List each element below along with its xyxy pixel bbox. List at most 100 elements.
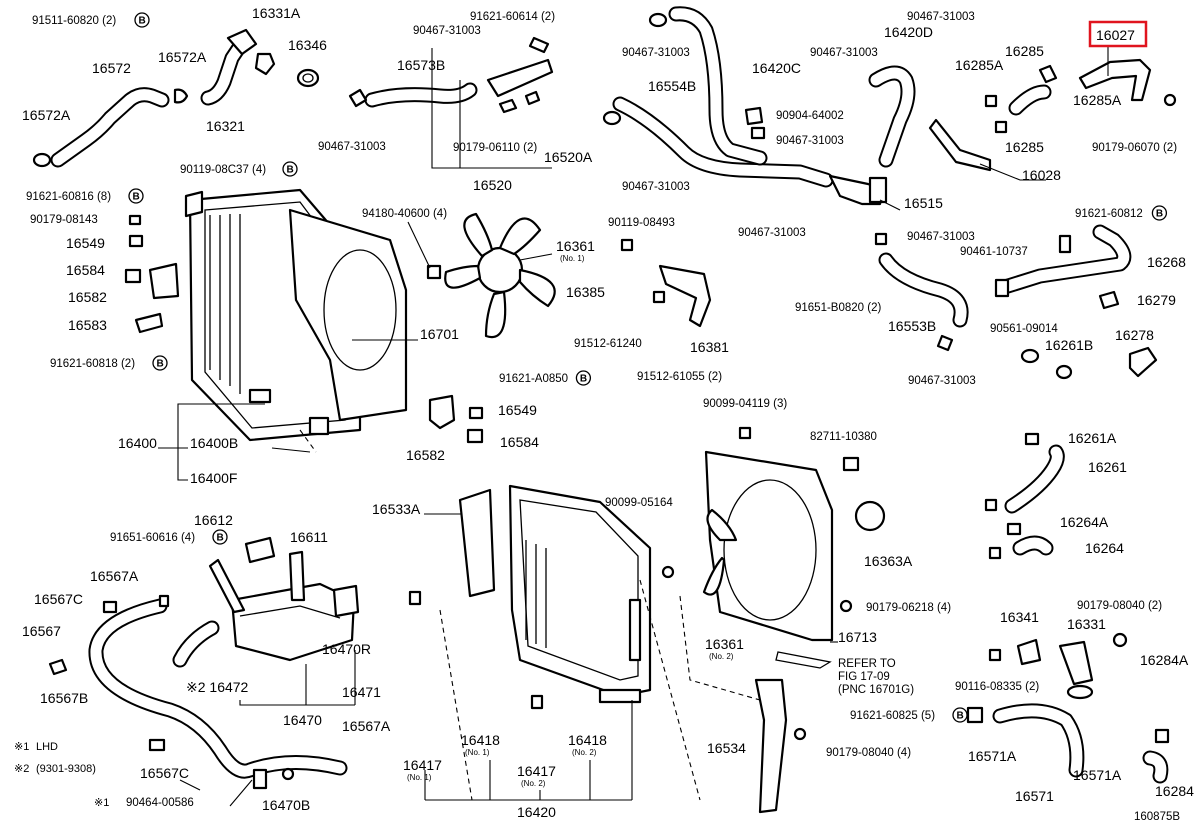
part-label-91651-60616[interactable]: 91651-60616 (4)B — [110, 529, 228, 545]
part-label-16331[interactable]: 16331 — [1067, 616, 1106, 632]
part-label-16285A-a[interactable]: 16285A — [955, 57, 1004, 73]
part-label-16400[interactable]: 16400 — [118, 435, 157, 451]
part-label-16363A[interactable]: 16363A — [864, 553, 913, 569]
part-label-16567A-a[interactable]: 16567A — [90, 568, 139, 584]
part-label-91512-61240[interactable]: 91512-61240 — [574, 338, 642, 350]
part-label-16417-1[interactable]: 16417(No. 1) — [403, 757, 442, 782]
highlighted-part-16027[interactable]: 16027 — [1088, 20, 1148, 48]
part-label-16567[interactable]: 16567 — [22, 623, 61, 639]
part-label-90099-04119[interactable]: 90099-04119 (3) — [703, 398, 787, 410]
part-label-16571A-b[interactable]: 16571A — [1073, 767, 1122, 783]
part-label-90467-31003-g[interactable]: 90467-31003 — [810, 47, 878, 59]
part-label-16520[interactable]: 16520 — [473, 177, 512, 193]
part-label-16571A-a[interactable]: 16571A — [968, 748, 1017, 764]
part-label-16713[interactable]: 16713 — [838, 629, 877, 645]
part-label-16572[interactable]: 16572 — [92, 60, 131, 76]
part-label-16400B[interactable]: 16400B — [190, 435, 238, 451]
part-label-16611[interactable]: 16611 — [290, 529, 328, 545]
part-label-16572A[interactable]: 16572A — [158, 49, 207, 65]
part-label-16553B[interactable]: 16553B — [888, 318, 936, 334]
part-label-16361-2[interactable]: 16361(No. 2) — [705, 636, 744, 661]
part-label-90467-31003-f[interactable]: 90467-31003 — [907, 11, 975, 23]
part-label-16567B[interactable]: 16567B — [40, 690, 88, 706]
part-label-16400F[interactable]: 16400F — [190, 470, 237, 486]
part-label-16470[interactable]: 16470 — [283, 712, 322, 728]
part-label-16420D[interactable]: 16420D — [884, 24, 933, 40]
part-label-16472[interactable]: ※2 16472 — [186, 679, 249, 695]
part-label-90561-09014[interactable]: 90561-09014 — [990, 323, 1058, 335]
part-label-16571[interactable]: 16571 — [1015, 788, 1054, 804]
part-label-90904-64002[interactable]: 90904-64002 — [776, 110, 844, 122]
part-label-16284[interactable]: 16284 — [1155, 783, 1194, 799]
part-label-90179-08040-b[interactable]: 90179-08040 (2) — [1077, 600, 1162, 612]
part-label-16420C[interactable]: 16420C — [752, 60, 801, 76]
part-label-16567C-b[interactable]: 16567C — [140, 765, 189, 781]
part-label-16331A[interactable]: 16331A — [252, 5, 301, 21]
part-label-90464-00586[interactable]: 90464-00586 — [126, 797, 194, 809]
part-label-94180-40600[interactable]: 94180-40600 (4) — [362, 208, 447, 220]
part-label-16533A[interactable]: 16533A — [372, 501, 421, 517]
part-label-90116-08335[interactable]: 90116-08335 (2) — [955, 681, 1039, 693]
part-label-16582-a[interactable]: 16582 — [68, 289, 107, 305]
part-label-90467-31003-b[interactable]: 90467-31003 — [318, 141, 386, 153]
part-label-91621-60818[interactable]: 91621-60818 (2)B — [50, 355, 168, 371]
part-label-91621-60614[interactable]: 91621-60614 (2) — [470, 11, 555, 23]
part-label-16567C-a[interactable]: 16567C — [34, 591, 83, 607]
part-label-16264[interactable]: 16264 — [1085, 540, 1124, 556]
part-label-16573B[interactable]: 16573B — [397, 57, 445, 73]
part-label-16284A[interactable]: 16284A — [1140, 652, 1189, 668]
part-label-82711-10380[interactable]: 82711-10380 — [810, 431, 877, 443]
part-label-16346[interactable]: 16346 — [288, 37, 327, 53]
part-label-91651-B0820[interactable]: 91651-B0820 (2) — [795, 302, 881, 314]
part-label-16583[interactable]: 16583 — [68, 317, 107, 333]
part-label-16417-2[interactable]: 16417(No. 2) — [517, 763, 556, 788]
part-label-90467-31003-d[interactable]: 90467-31003 — [776, 135, 844, 147]
part-label-90467-31003-e[interactable]: 90467-31003 — [622, 181, 690, 193]
part-label-16285-a[interactable]: 16285 — [1005, 43, 1044, 59]
part-label-16582-b[interactable]: 16582 — [406, 447, 445, 463]
part-label-16520A[interactable]: 16520A — [544, 149, 593, 165]
part-label-16420[interactable]: 16420 — [517, 804, 556, 820]
part-label-90179-06110[interactable]: 90179-06110 (2) — [453, 142, 537, 154]
part-label-90119-08493[interactable]: 90119-08493 — [608, 217, 675, 229]
part-label-16701[interactable]: 16701 — [420, 326, 459, 342]
part-label-16278[interactable]: 16278 — [1115, 327, 1154, 343]
part-label-16285A-b[interactable]: 16285A — [1073, 92, 1122, 108]
part-label-16549-b[interactable]: 16549 — [498, 402, 537, 418]
part-label-16471[interactable]: 16471 — [342, 684, 381, 700]
part-label-90179-08143[interactable]: 90179-08143 — [30, 214, 98, 226]
part-label-90467-31003-a[interactable]: 90467-31003 — [413, 25, 481, 37]
part-label-91511-60820[interactable]: 91511-60820 (2)B — [32, 12, 150, 28]
part-label-16361-1[interactable]: 16361(No. 1) — [556, 238, 595, 263]
part-label-16554B[interactable]: 16554B — [648, 78, 696, 94]
part-label-16321[interactable]: 16321 — [206, 118, 245, 134]
part-label-90119-08C37[interactable]: 90119-08C37 (4)B — [180, 161, 298, 177]
part-label-16381[interactable]: 16381 — [690, 339, 729, 355]
part-label-16268[interactable]: 16268 — [1147, 254, 1186, 270]
part-label-16341[interactable]: 16341 — [1000, 609, 1039, 625]
part-label-16385[interactable]: 16385 — [566, 284, 605, 300]
part-label-90099-05164[interactable]: 90099-05164 — [605, 497, 673, 509]
part-label-90461-10737[interactable]: 90461-10737 — [960, 246, 1028, 258]
part-label-16418-1[interactable]: 16418(No. 1) — [461, 732, 500, 757]
part-label-16028[interactable]: 16028 — [1022, 167, 1061, 183]
part-label-90179-06218[interactable]: 90179-06218 (4) — [866, 602, 951, 614]
part-label-16418-2[interactable]: 16418(No. 2) — [568, 732, 607, 757]
part-label-16584-b[interactable]: 16584 — [500, 434, 539, 450]
part-label-16572A-2[interactable]: 16572A — [22, 107, 71, 123]
part-label-16264A[interactable]: 16264A — [1060, 514, 1109, 530]
part-label-91621-60816[interactable]: 91621-60816 (8)B — [26, 188, 144, 204]
part-label-16261B[interactable]: 16261B — [1045, 337, 1093, 353]
part-label-90467-31003-i[interactable]: 90467-31003 — [907, 231, 975, 243]
part-label-16470B[interactable]: 16470B — [262, 797, 310, 813]
part-label-16285-b[interactable]: 16285 — [1005, 139, 1044, 155]
part-label-90467-31003-h[interactable]: 90467-31003 — [738, 227, 806, 239]
part-label-16470R[interactable]: 16470R — [322, 641, 371, 657]
part-label-91621-60825[interactable]: 91621-60825 (5)B — [850, 707, 968, 723]
part-label-90467-31003-c[interactable]: 90467-31003 — [622, 47, 690, 59]
part-label-16549-a[interactable]: 16549 — [66, 235, 105, 251]
part-label-16515[interactable]: 16515 — [904, 195, 943, 211]
part-label-16279[interactable]: 16279 — [1137, 292, 1176, 308]
